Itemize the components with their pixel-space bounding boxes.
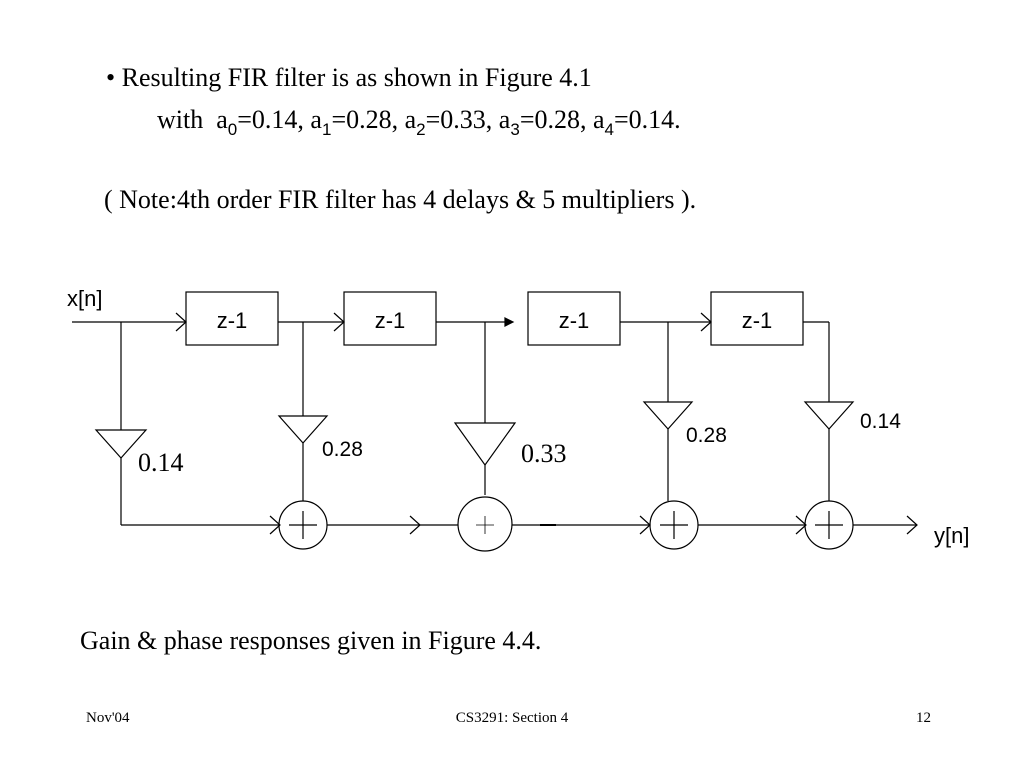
gain-triangle-3	[642, 401, 694, 430]
delay-label-1: z-1	[217, 308, 248, 333]
delay-box-1	[185, 291, 279, 346]
delay-box-3	[527, 291, 621, 346]
coef-a1: a1=0.28,	[310, 105, 399, 139]
output-arrow	[906, 515, 918, 535]
coef-a4: a4=0.14.	[592, 105, 681, 139]
coef-a0: a0=0.14,	[216, 105, 304, 139]
coef-a3: a3=0.28,	[498, 105, 587, 139]
adder-arrow-1	[269, 515, 281, 535]
delay-arrow-4	[700, 312, 712, 332]
delay-label-4: z-1	[742, 308, 773, 333]
gain-label-3: 0.28	[686, 424, 727, 447]
sum-arrow-3	[795, 515, 807, 535]
delay-box-2	[343, 291, 437, 346]
output-label: y[n]	[934, 523, 969, 548]
gain-phase-line: Gain & phase responses given in Figure 4…	[80, 626, 542, 655]
footer-course: CS3291: Section 4	[455, 710, 569, 726]
footer-page-number: 12	[916, 710, 931, 726]
delay-box-4	[710, 291, 804, 346]
small-arrow-head	[504, 317, 515, 327]
with-label: with	[157, 105, 204, 134]
gain-triangle-4	[803, 401, 855, 430]
delay-label-3: z-1	[559, 308, 590, 333]
coef-a2: a2=0.33,	[404, 105, 493, 139]
input-label: x[n]	[67, 286, 102, 311]
gain-label-1: 0.28	[322, 438, 363, 461]
note-line: ( Note:4th order FIR filter has 4 delays…	[104, 185, 697, 214]
bullet-line: • Resulting FIR filter is as shown in Fi…	[106, 63, 592, 92]
gain-label-0: 0.14	[138, 448, 184, 477]
footer-date: Nov'04	[86, 710, 130, 726]
gain-triangle-0	[94, 429, 148, 459]
gain-triangle-2	[453, 422, 517, 467]
delay-arrow-2	[333, 312, 345, 332]
adder-2	[457, 496, 513, 552]
gain-label-2: 0.33	[521, 439, 567, 468]
coefficients-line: with a0=0.14, a1=0.28, a2=0.33, a3=0.28,…	[157, 104, 681, 139]
gain-triangle-1	[277, 415, 329, 444]
gain-label-4: 0.14	[860, 410, 901, 433]
delay-label-2: z-1	[375, 308, 406, 333]
